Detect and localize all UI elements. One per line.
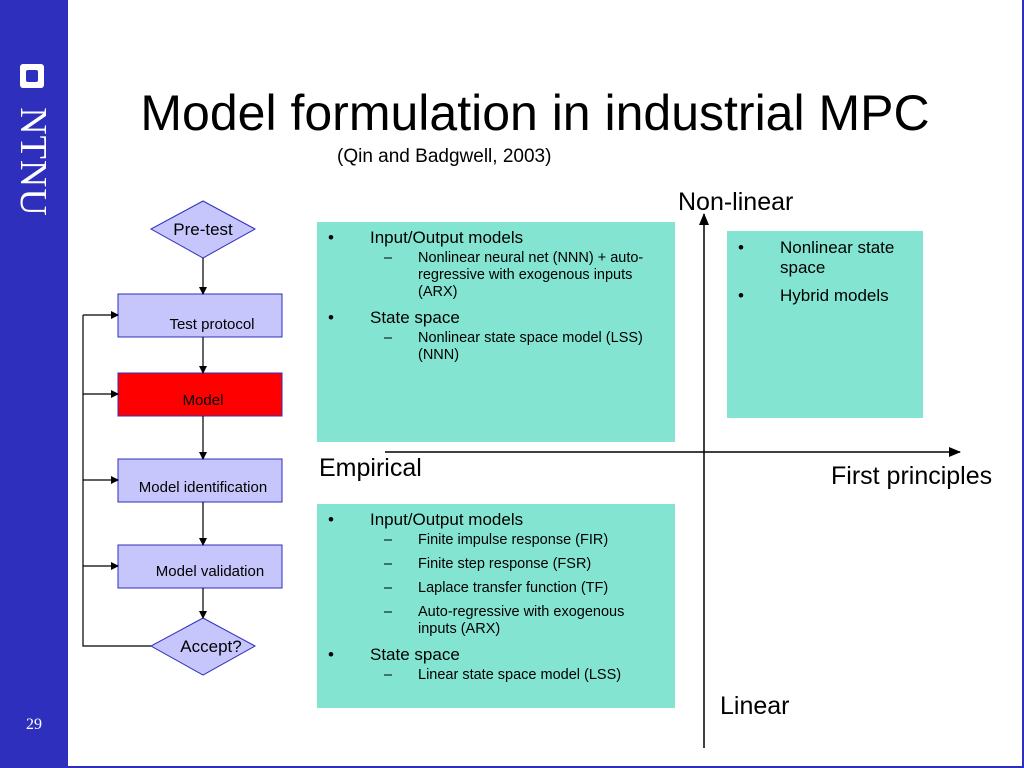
node-pretest-label: Pre-test (173, 220, 233, 239)
ntnu-sidebar: NTNU 29 (0, 0, 68, 768)
qa-sub-nnn-arx: –Nonlinear neural net (NNN) + auto-regre… (384, 250, 644, 300)
qb-item-hybrid: •Hybrid models (738, 286, 889, 305)
qc-sub-fir: –Finite impulse response (FIR) (384, 532, 609, 548)
qa-item-io: •Input/Output models –Nonlinear neural n… (317, 228, 665, 301)
slide-number: 29 (26, 716, 42, 733)
node-model-validation-label: Model validation (156, 563, 264, 580)
node-test-protocol-label: Test protocol (169, 316, 254, 333)
node-model-label: Model (183, 392, 224, 409)
qc-sub-arx: –Auto-regressive with exogenous inputs (… (384, 604, 625, 637)
node-pretest: Pre-test (149, 200, 257, 259)
ntnu-logo-icon (20, 64, 44, 88)
slide-subtitle: (Qin and Badgwell, 2003) (337, 146, 552, 167)
node-accept-label: Accept? (180, 637, 241, 656)
qa-item-ss: •State space –Nonlinear state space mode… (317, 308, 665, 364)
qc-item-io: •Input/Output models –Finite impulse res… (317, 510, 665, 638)
axis-label-linear: Linear (720, 692, 790, 720)
node-model-validation: Model validation (117, 544, 283, 589)
quadrant-linear-empirical: •Input/Output models –Finite impulse res… (317, 504, 675, 708)
node-test-protocol: Test protocol (117, 293, 283, 338)
qc-sub-lss: –Linear state space model (LSS) (384, 667, 622, 683)
axis-label-empirical: Empirical (319, 454, 422, 482)
axis-label-first-principles: First principles (831, 462, 993, 490)
qc-item-ss: •State space –Linear state space model (… (317, 645, 665, 684)
frame-bottom-rule (68, 766, 1024, 768)
feedback-loop-line (82, 315, 151, 647)
axis-label-nonlinear: Non-linear (678, 188, 794, 216)
node-model-identification: Model identification (117, 458, 283, 503)
node-model-identification-label: Model identification (139, 479, 267, 496)
qc-sub-fsr: –Finite step response (FSR) (384, 556, 592, 572)
node-model: Model (117, 372, 283, 417)
quadrant-nonlinear-first-principles: •Nonlinear state space •Hybrid models (727, 231, 923, 418)
quadrant-nonlinear-empirical: •Input/Output models –Nonlinear neural n… (317, 222, 675, 442)
qc-sub-tf: –Laplace transfer function (TF) (384, 580, 609, 596)
slide-title: Model formulation in industrial MPC (140, 85, 930, 141)
qa-sub-nlss: –Nonlinear state space model (LSS) (NNN) (384, 330, 643, 363)
frame-right-rule (1022, 0, 1024, 768)
qb-item-nlss: •Nonlinear state space (738, 238, 895, 277)
node-accept: Accept? (149, 617, 257, 676)
